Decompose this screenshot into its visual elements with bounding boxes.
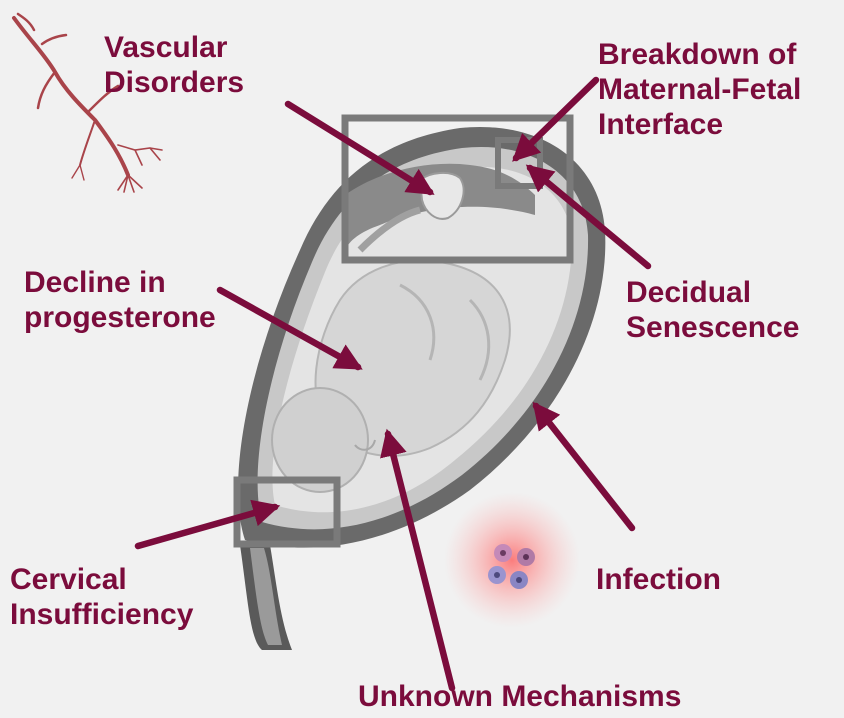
label-line: Decline in (24, 265, 216, 300)
label-line: Cervical (10, 562, 193, 597)
label-line: Interface (598, 107, 801, 142)
label-cervical-insufficiency: Cervical Insufficiency (10, 562, 193, 632)
bacteria-cluster-icon (444, 492, 580, 628)
label-infection: Infection (596, 562, 721, 597)
label-line: Senescence (626, 310, 799, 345)
label-line: progesterone (24, 300, 216, 335)
label-line: Breakdown of (598, 37, 801, 72)
label-line: Insufficiency (10, 597, 193, 632)
label-breakdown-interface: Breakdown of Maternal-Fetal Interface (598, 37, 801, 142)
label-vascular-disorders: Vascular Disorders (104, 30, 244, 100)
label-line: Disorders (104, 65, 244, 100)
label-line: Decidual (626, 275, 799, 310)
label-line: Infection (596, 562, 721, 597)
label-line: Maternal-Fetal (598, 72, 801, 107)
label-unknown-mechanisms: Unknown Mechanisms (358, 679, 681, 714)
label-line: Unknown Mechanisms (358, 679, 681, 714)
label-decline-progesterone: Decline in progesterone (24, 265, 216, 335)
label-decidual-senescence: Decidual Senescence (626, 275, 799, 345)
label-line: Vascular (104, 30, 244, 65)
